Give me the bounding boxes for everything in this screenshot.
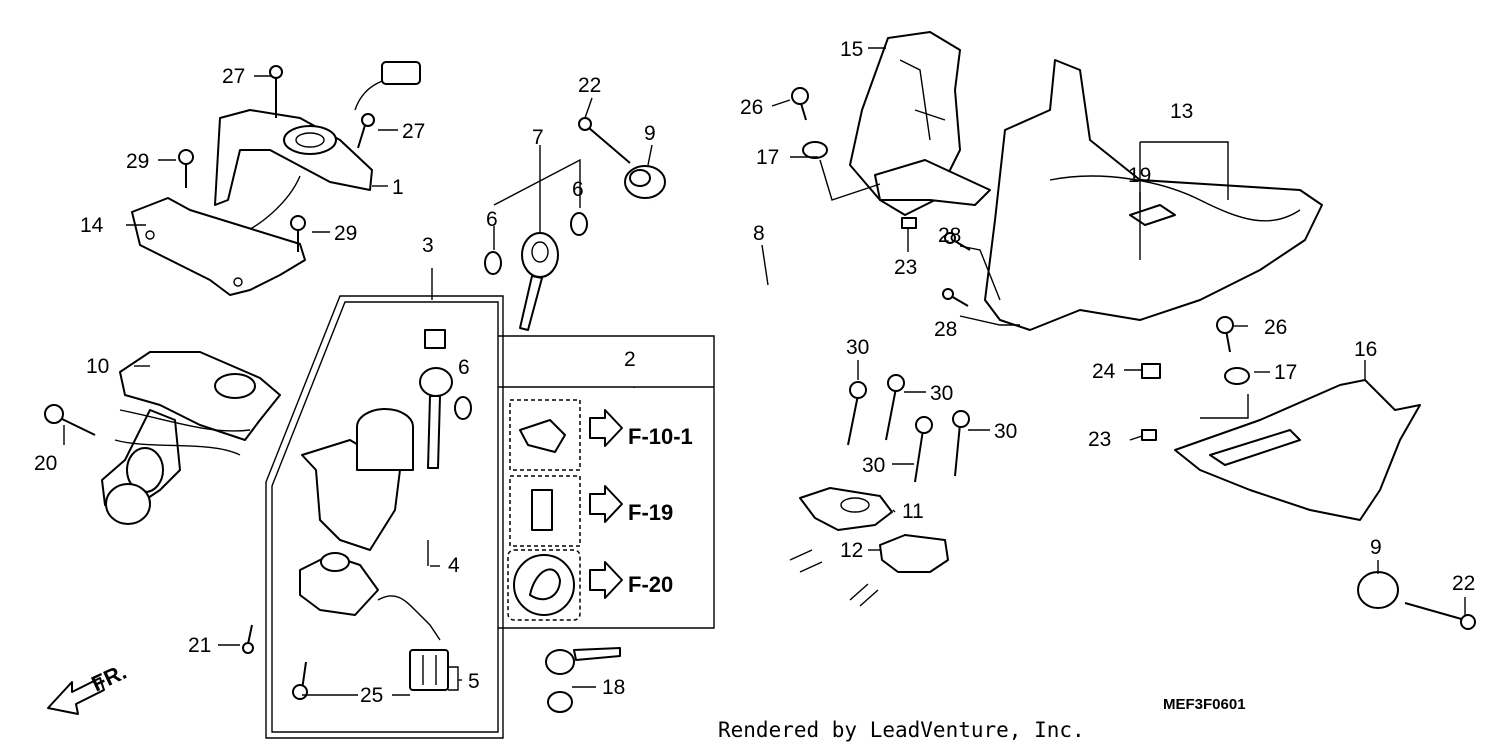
ref-box-1 xyxy=(509,399,623,471)
connector-5 xyxy=(409,649,449,691)
handlebar xyxy=(646,186,1370,626)
callout-23a: 23 xyxy=(894,256,917,279)
key-set-18 xyxy=(545,647,621,713)
callout-18: 18 xyxy=(602,676,625,699)
callout-17a: 17 xyxy=(756,146,779,169)
callout-3: 3 xyxy=(422,234,434,257)
bolt-20 xyxy=(44,404,96,436)
callout-26a: 26 xyxy=(740,96,763,119)
key-7 xyxy=(519,232,559,331)
bracket-assy xyxy=(214,61,421,241)
diagram-code: MEF3F0601 xyxy=(1163,696,1246,713)
callout-27b: 27 xyxy=(402,120,425,143)
callout-22a: 22 xyxy=(578,74,601,97)
callout-28a: 28 xyxy=(938,224,961,247)
callout-6c: 6 xyxy=(458,356,470,379)
callout-24: 24 xyxy=(1092,360,1116,383)
callout-27a: 27 xyxy=(222,65,245,88)
bolts-top-left xyxy=(178,65,375,252)
callout-9a: 9 xyxy=(644,122,656,145)
callout-19: 19 xyxy=(1128,164,1151,187)
callout-23b: 23 xyxy=(1088,428,1111,451)
ref-f-20: F-20 xyxy=(628,572,673,597)
callout-22b: 22 xyxy=(1452,572,1475,595)
callout-20: 20 xyxy=(34,452,57,475)
upper-holder-12 xyxy=(879,534,949,573)
mount-plate xyxy=(131,197,306,296)
callout-5: 5 xyxy=(468,670,480,693)
small-hardware-right xyxy=(791,87,1250,441)
callout-9b: 9 xyxy=(1370,536,1382,559)
callout-12: 12 xyxy=(840,539,863,562)
callout-21: 21 xyxy=(188,634,211,657)
callout-14: 14 xyxy=(80,214,104,237)
callout-8: 8 xyxy=(753,222,765,245)
upper-holder-11 xyxy=(799,487,893,531)
callout-6a: 6 xyxy=(486,208,498,231)
callout-29a: 29 xyxy=(126,150,149,173)
callout-30d: 30 xyxy=(862,454,885,477)
bolts-30 xyxy=(847,374,970,483)
lower-cover-16 xyxy=(1174,379,1421,521)
ref-f-19: F-19 xyxy=(628,500,673,525)
ignition-switch xyxy=(301,329,453,551)
holder-assy xyxy=(101,351,281,525)
callout-6b: 6 xyxy=(572,178,584,201)
ref-f-10-1: F-10-1 xyxy=(628,424,693,449)
leader-lines xyxy=(63,47,1466,696)
ref-box-2 xyxy=(509,475,623,547)
bar-end-left xyxy=(578,117,666,199)
callout-11: 11 xyxy=(902,500,924,523)
ref-box-3 xyxy=(507,549,623,621)
callout-25: 25 xyxy=(360,684,383,707)
callout-10: 10 xyxy=(86,355,109,378)
upper-cover-13 xyxy=(984,59,1323,331)
callout-1: 1 xyxy=(392,176,404,199)
front-direction-arrow: FR. xyxy=(47,659,130,715)
callout-30c: 30 xyxy=(994,420,1017,443)
callout-26b: 26 xyxy=(1264,316,1287,339)
callout-28b: 28 xyxy=(934,318,957,341)
bar-end-right xyxy=(1357,571,1476,630)
render-credit: Rendered by LeadVenture, Inc. xyxy=(718,718,1085,742)
callout-30b: 30 xyxy=(930,382,953,405)
key-set-box xyxy=(265,295,715,739)
callout-16: 16 xyxy=(1354,338,1377,361)
reference-labels: F-10-1 F-19 F-20 xyxy=(628,424,693,597)
callout-29b: 29 xyxy=(334,222,357,245)
callout-labels: 1 2 3 4 5 6 6 6 7 8 9 9 10 11 12 13 14 1… xyxy=(34,38,1475,707)
callout-30a: 30 xyxy=(846,336,869,359)
callout-13: 13 xyxy=(1170,100,1193,123)
callout-15: 15 xyxy=(840,38,863,61)
seat-lock-4 xyxy=(299,552,441,641)
callout-4: 4 xyxy=(448,554,460,577)
o-rings-6 xyxy=(454,212,588,420)
front-cover-15 xyxy=(849,31,991,216)
callout-7: 7 xyxy=(532,126,544,149)
callout-2: 2 xyxy=(624,348,636,371)
screws-left-lower xyxy=(242,624,308,700)
callout-17b: 17 xyxy=(1274,361,1297,384)
